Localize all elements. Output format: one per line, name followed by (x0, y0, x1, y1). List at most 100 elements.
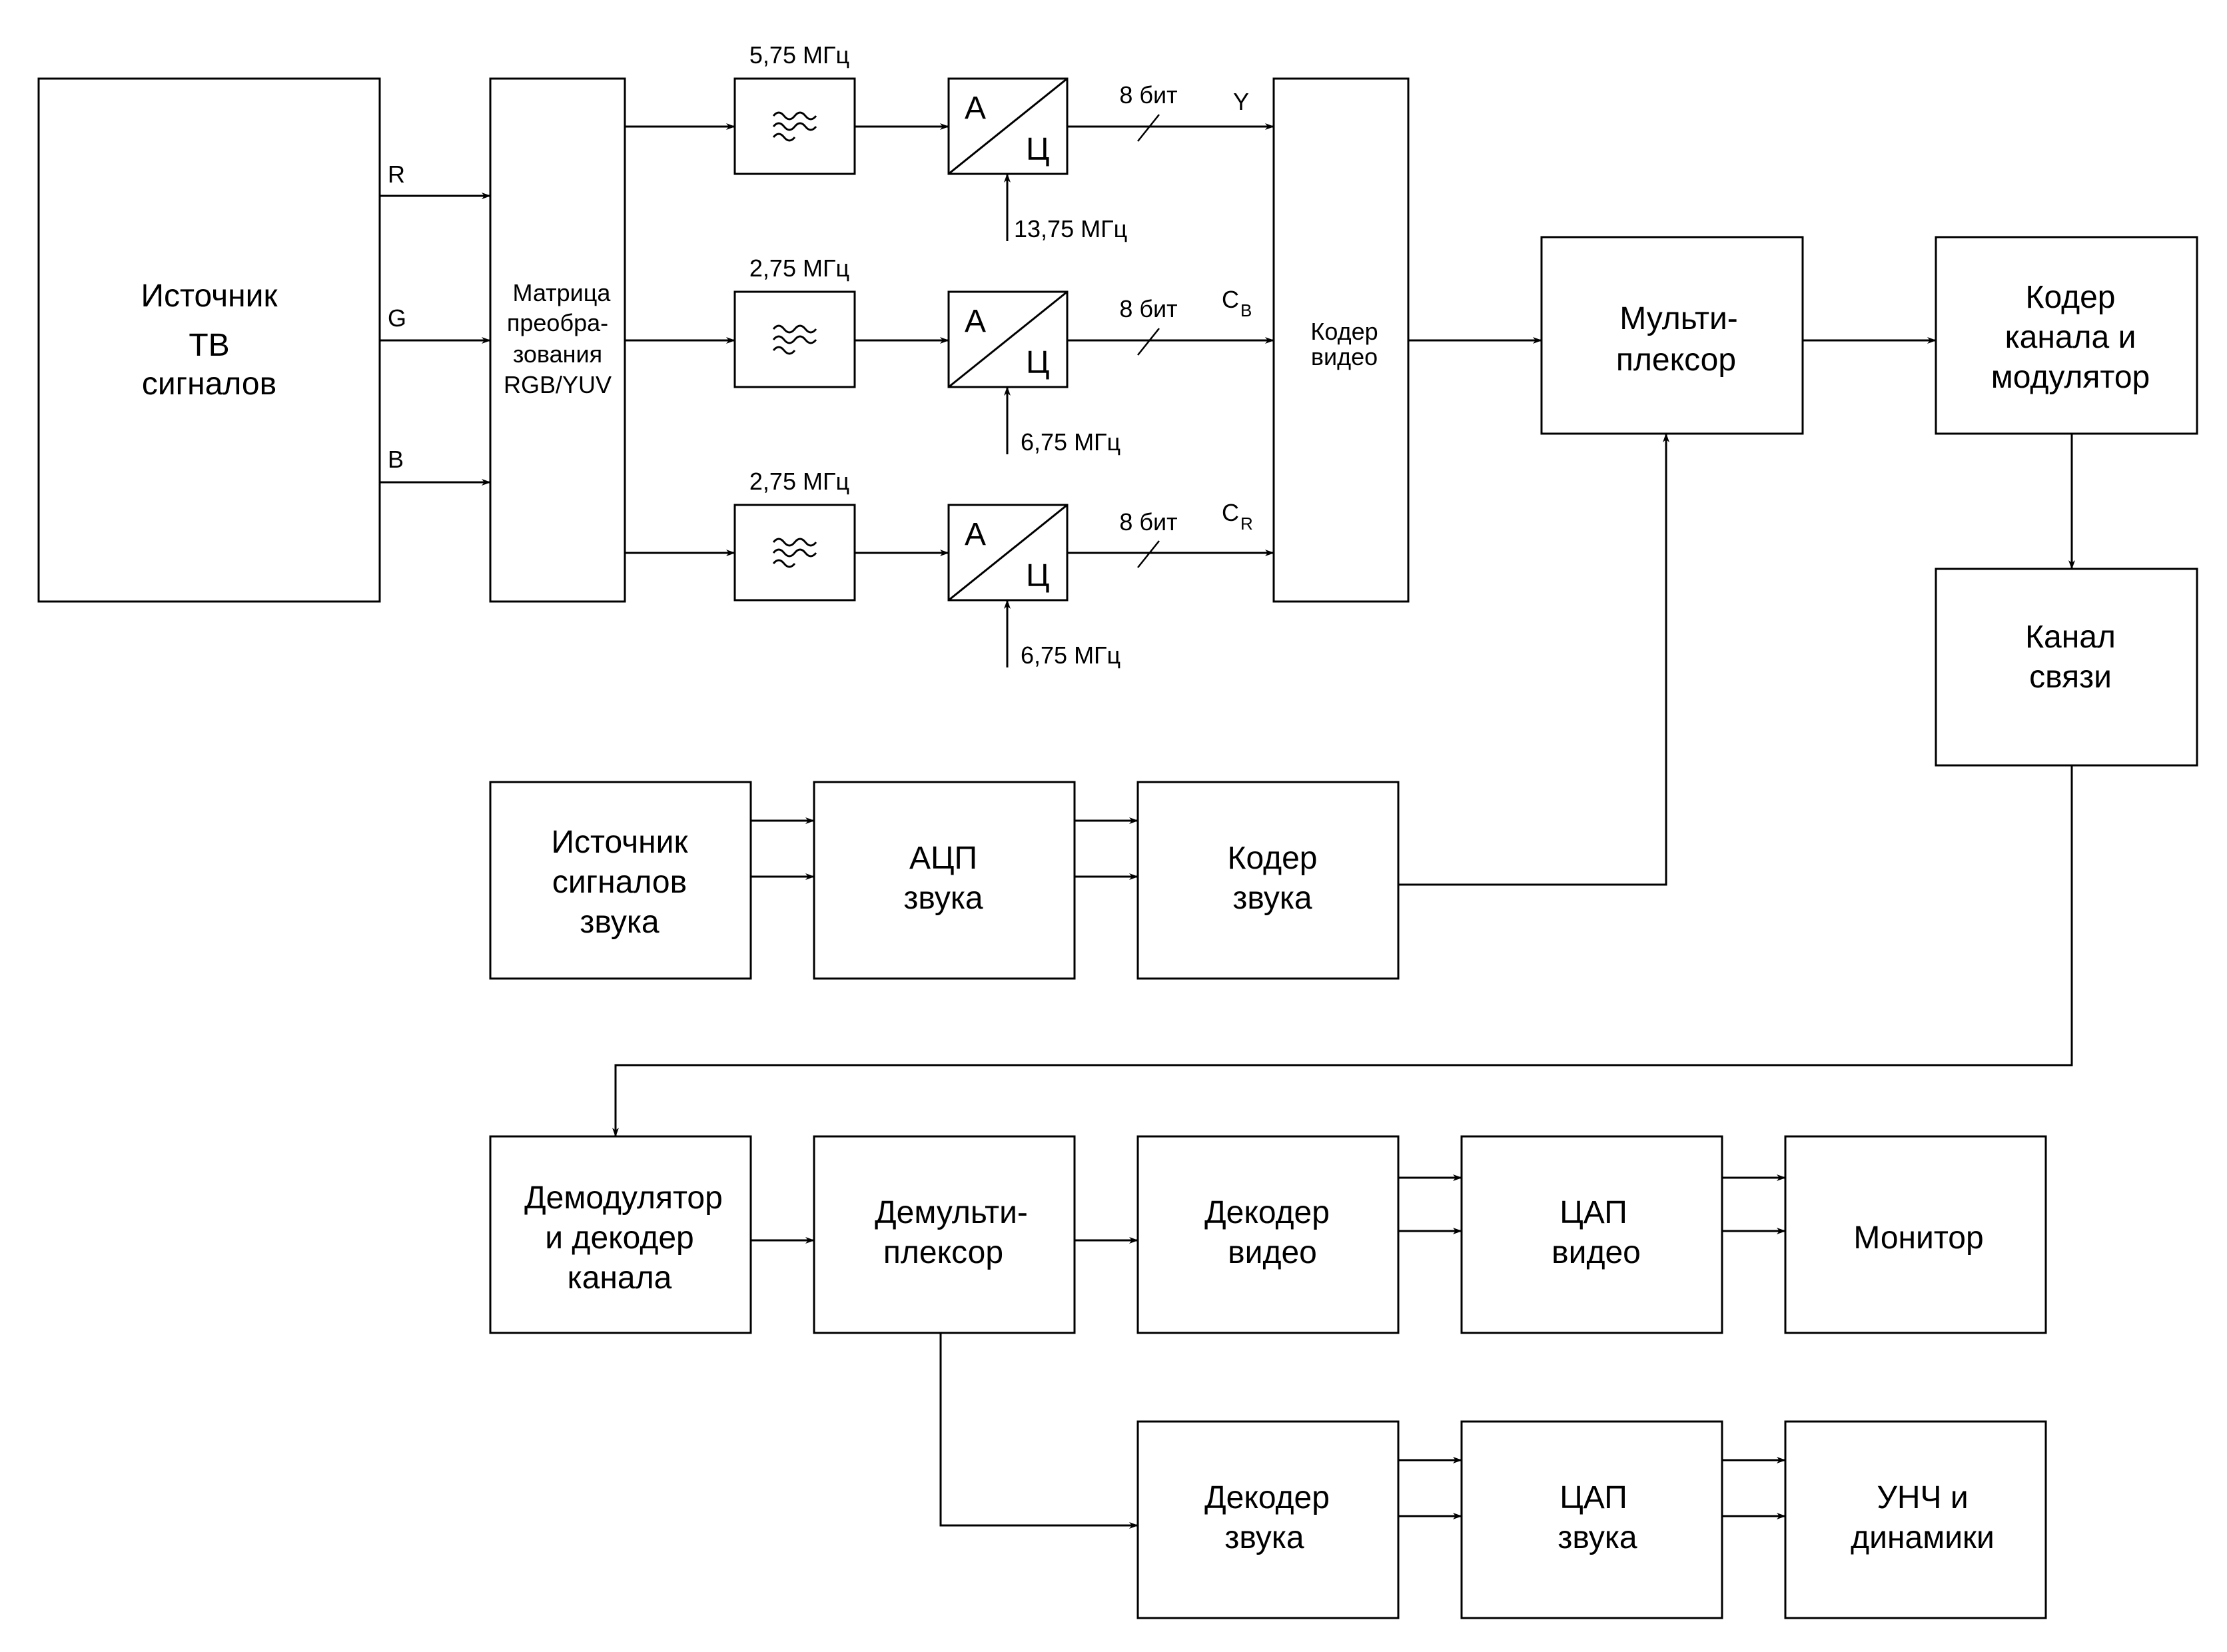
channel-coder-label-3: модулятор (1991, 360, 2150, 395)
channel-block: Канал связи (1935, 568, 2198, 767)
audio-source-block: Источник сигналов звука (489, 781, 752, 980)
matrix-label-4: RGB/YUV (504, 371, 612, 398)
channel-label-1: Канал (2025, 620, 2116, 655)
bits-label-cb: 8 бит (1119, 295, 1177, 322)
demod-label-3: канала (568, 1260, 672, 1296)
audio-decoder-label-2: звука (1224, 1520, 1304, 1555)
clock-y-freq: 13,75 МГц (1014, 215, 1127, 242)
video-dac-block: ЦАП видео (1460, 1135, 1723, 1334)
mux-block: Мульти- плексор (1540, 236, 1804, 435)
demux-label-1: Демульти- (875, 1195, 1028, 1230)
audio-adc-block: АЦП звука (813, 781, 1076, 980)
channel-label-2: связи (2029, 659, 2112, 695)
audio-dac-label-2: звука (1558, 1520, 1637, 1555)
adc-a-label: А (965, 304, 986, 339)
adc-coder-connections: 8 бит 8 бит 8 бит Y C B C R (1067, 81, 1274, 568)
mux-label-1: Мульти- (1619, 301, 1738, 336)
video-decoder-label-2: видео (1228, 1235, 1317, 1270)
signal-g-label: G (388, 304, 406, 332)
signal-cb-label: C (1222, 286, 1239, 313)
adc-a-label: А (965, 517, 986, 552)
video-dac-label-1: ЦАП (1559, 1195, 1627, 1230)
matrix-label-3: зования (513, 340, 602, 368)
audio-coder-mux-connection (1398, 433, 1669, 886)
tv-source-label-3: сигналов (142, 366, 276, 402)
audio-source-adc-connections (751, 817, 815, 880)
demod-block: Демодулятор и декодер канала (489, 1135, 752, 1334)
demux-label-2: плексор (883, 1235, 1003, 1270)
video-decoder-label-1: Декодер (1204, 1195, 1330, 1230)
audio-adc-label-2: звука (903, 881, 983, 916)
bits-label-cr: 8 бит (1119, 508, 1177, 536)
audio-source-label-1: Источник (552, 825, 689, 860)
filter-cb-freq: 2,75 МГц (749, 254, 849, 282)
demod-label-2: и декодер (545, 1220, 693, 1256)
channel-coder-label-1: Кодер (2026, 280, 2116, 315)
filter-y-block: 5,75 МГц (733, 41, 856, 175)
monitor-label: Монитор (1853, 1220, 1983, 1256)
audio-coder-block: Кодер звука (1136, 781, 1400, 980)
signal-cb-subscript: B (1240, 300, 1252, 320)
signal-r-label: R (388, 161, 405, 188)
signal-b-label: B (388, 446, 404, 473)
adc-c-label: Ц (1026, 558, 1050, 594)
audio-adc-coder-connections (1075, 817, 1138, 880)
rgb-connections: R G B (380, 161, 491, 486)
audio-source-label-3: звука (580, 905, 660, 940)
amp-block: УНЧ и динамики (1784, 1420, 2047, 1619)
amp-label-1: УНЧ и (1877, 1480, 1968, 1515)
filter-y-freq: 5,75 МГц (749, 41, 849, 69)
filter-adc-connections (855, 123, 949, 556)
filter-cr-block: 2,75 МГц (733, 468, 856, 602)
signal-y-label: Y (1233, 88, 1249, 115)
monitor-block: Монитор (1784, 1135, 2047, 1334)
filter-cb-block: 2,75 МГц (733, 254, 856, 388)
mux-label-2: плексор (1616, 342, 1736, 378)
audiodecoder-dac-connections (1398, 1457, 1462, 1519)
demux-block: Демульти- плексор (813, 1135, 1076, 1334)
filter-cr-freq: 2,75 МГц (749, 468, 849, 495)
videodecoder-dac-connections (1398, 1174, 1462, 1234)
audio-source-label-2: сигналов (552, 865, 687, 900)
adc-y-block: А Ц (947, 77, 1069, 175)
matrix-block: Матрица преобра- зования RGB/YUV (489, 77, 626, 603)
lowpass-filter-icon (772, 538, 817, 568)
demux-audiodecoder-connection (939, 1333, 1138, 1529)
tv-source-label-1: Источник (141, 278, 278, 314)
tv-source-label-2: ТВ (189, 328, 229, 363)
audio-dac-block: ЦАП звука (1460, 1420, 1723, 1619)
matrix-label-1: Матрица (513, 279, 612, 306)
videodac-monitor-connections (1722, 1174, 1786, 1234)
adc-cb-block: А Ц (947, 290, 1069, 388)
adc-cr-block: А Ц (947, 504, 1069, 602)
video-coder-block: Кодер видео (1272, 77, 1410, 603)
lowpass-filter-icon (772, 324, 817, 355)
lowpass-filter-icon (772, 111, 817, 142)
signal-cr-subscript: R (1240, 514, 1253, 534)
demod-label-1: Демодулятор (524, 1180, 723, 1216)
video-coder-label-2: видео (1311, 343, 1378, 370)
adc-clock-inputs: 13,75 МГц 6,75 МГц 6,75 МГц (1004, 173, 1127, 669)
tv-source-block: Источник ТВ сигналов (37, 77, 381, 603)
audio-adc-label-1: АЦП (909, 841, 977, 876)
adc-c-label: Ц (1026, 345, 1050, 380)
adc-c-label: Ц (1026, 132, 1050, 167)
matrix-label-2: преобра- (507, 309, 608, 336)
video-decoder-block: Декодер видео (1136, 1135, 1400, 1334)
audiodac-amp-connections (1722, 1457, 1786, 1519)
audio-coder-label-1: Кодер (1228, 841, 1318, 876)
audio-dac-label-1: ЦАП (1559, 1480, 1627, 1515)
channel-coder-label-2: канала и (2005, 320, 2136, 355)
adc-a-label: А (965, 91, 986, 126)
clock-cb-freq: 6,75 МГц (1021, 428, 1120, 456)
audio-coder-label-2: звука (1232, 881, 1312, 916)
clock-cr-freq: 6,75 МГц (1021, 641, 1120, 669)
video-coder-label-1: Кодер (1310, 318, 1378, 345)
amp-label-2: динамики (1851, 1520, 1995, 1555)
audio-decoder-label-1: Декодер (1204, 1480, 1330, 1515)
bits-label-y: 8 бит (1119, 81, 1177, 109)
video-dac-label-2: видео (1552, 1235, 1641, 1270)
signal-cr-label: C (1222, 499, 1239, 526)
channel-coder-block: Кодер канала и модулятор (1935, 236, 2198, 435)
